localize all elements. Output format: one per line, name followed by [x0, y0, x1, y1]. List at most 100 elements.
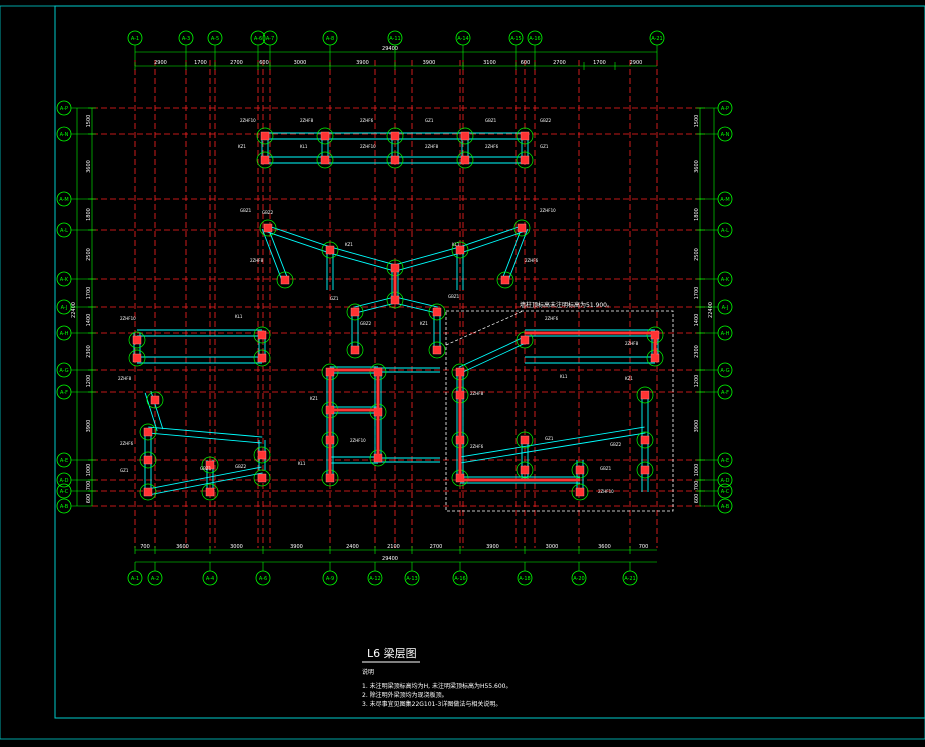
column-tag: 2ZHF6 — [360, 118, 374, 123]
axis-bubble-top-label: A-3 — [182, 36, 190, 42]
dim-left-segment: 1500 — [86, 115, 92, 128]
column-rebar-ring — [636, 461, 654, 479]
dim-top-segment: 1700 — [593, 60, 606, 66]
axis-bubble-top-label: A-21 — [651, 36, 662, 42]
column-tag: 2ZHF8 — [300, 118, 314, 123]
dim-bottom-segment: 3000 — [546, 544, 559, 550]
column-rebar-ring — [128, 331, 146, 349]
wall-left-lower — [148, 426, 263, 438]
column-tag: KZ1 — [310, 396, 318, 401]
column-tag: GBZ1 — [200, 466, 212, 471]
dim-right-segment: 1400 — [694, 314, 700, 327]
axis-bubble-bottom-label: A-21 — [624, 576, 635, 582]
dim-right-segment: 1000 — [694, 464, 700, 477]
column-tag: KZ1 — [625, 376, 633, 381]
dim-top-total: 29400 — [382, 46, 398, 52]
callout-leader — [445, 310, 524, 346]
axis-bubble-left-label: A-G — [59, 368, 68, 374]
column-rebar-ring — [201, 483, 219, 501]
column-tag: GZ1 — [330, 296, 339, 301]
wall-right-region — [460, 432, 646, 464]
axis-bubble-right-label: A-J — [722, 305, 729, 311]
axis-bubble-right-label: A-B — [721, 504, 730, 510]
wall-core — [355, 302, 396, 314]
column-section — [350, 345, 360, 355]
column-section — [143, 455, 153, 465]
column-rebar-ring — [451, 241, 469, 259]
column-section — [575, 487, 585, 497]
dim-left-segment: 1400 — [86, 314, 92, 327]
dim-top-segment: 2700 — [553, 60, 566, 66]
note-line-3: 3. 未尽事宜见图集22G101-3详图做法与相关说明。 — [362, 700, 501, 708]
axis-bubble-bottom-label: A-2 — [151, 576, 159, 582]
dim-top-segment: 3100 — [483, 60, 496, 66]
column-rebar-ring — [316, 127, 334, 145]
axis-bubble-right-label: A-F — [721, 390, 729, 396]
column-tag: GBZ1 — [485, 118, 497, 123]
column-tag: GBZ2 — [235, 464, 247, 469]
column-section — [390, 131, 400, 141]
column-rebar-ring — [253, 469, 271, 487]
column-tag: GBZ1 — [600, 466, 612, 471]
dim-bottom-segment: 700 — [140, 544, 150, 550]
column-tag: 2ZHF10 — [240, 118, 256, 123]
column-tag: 2ZHF10 — [120, 316, 136, 321]
column-section — [460, 155, 470, 165]
column-section — [350, 307, 360, 317]
column-section — [257, 473, 267, 483]
dim-left-segment: 3900 — [86, 420, 92, 433]
column-tag: KL1 — [560, 374, 568, 379]
column-section — [257, 353, 267, 363]
dim-bottom-segment: 3000 — [230, 544, 243, 550]
column-tag: GBZ2 — [610, 442, 622, 447]
column-section — [320, 155, 330, 165]
column-rebar-ring — [253, 326, 271, 344]
column-section — [205, 460, 215, 470]
axis-bubble-left-label: A-B — [60, 504, 69, 510]
dim-top-segment: 600 — [259, 60, 269, 66]
drawing-title: L6 梁层图 — [367, 646, 417, 660]
dim-right-segment: 1200 — [694, 375, 700, 388]
dim-right-segment: 1700 — [694, 287, 700, 300]
column-rebar-ring — [139, 423, 157, 441]
column-rebar-ring — [253, 349, 271, 367]
axis-bubble-top-label: A-11 — [389, 36, 400, 42]
axis-bubble-left-label: A-J — [61, 305, 68, 311]
note-line-2: 2. 除注明外梁顶均为现浇板顶。 — [362, 691, 448, 699]
wall-upper-mid — [329, 252, 395, 272]
column-tag: GZ1 — [120, 468, 129, 473]
callout-label: 墙柱顶标高未注明标高为51.900。 — [520, 301, 613, 309]
note-line-1: 1. 未注明梁顶标高均为H, 未注明梁顶标高为H55.600。 — [362, 682, 511, 690]
dim-top-segment: 2900 — [154, 60, 167, 66]
dim-bottom-segment: 3900 — [486, 544, 499, 550]
column-section — [257, 450, 267, 460]
dim-left-segment: 1700 — [86, 287, 92, 300]
column-rebar-ring — [346, 341, 364, 359]
dim-bottom-segment: 700 — [639, 544, 649, 550]
column-tag: KZ1 — [345, 242, 353, 247]
dim-right-segment: 1800 — [694, 208, 700, 221]
axis-bubble-right-label: A-N — [721, 132, 730, 138]
column-rebar-ring — [256, 151, 274, 169]
dim-left-segment: 3600 — [86, 160, 92, 173]
callout-region — [445, 310, 674, 512]
column-tag: 2ZHF10 — [598, 489, 614, 494]
column-section — [132, 353, 142, 363]
column-section — [520, 335, 530, 345]
column-section — [520, 131, 530, 141]
column-tag: KL1 — [300, 144, 308, 149]
axis-bubble-left-label: A-M — [59, 197, 68, 203]
dim-top-segment: 3900 — [356, 60, 369, 66]
column-section — [432, 307, 442, 317]
dim-right-segment: 2300 — [694, 345, 700, 358]
axis-bubble-right-label: A-D — [721, 478, 730, 484]
dim-right-segment: 700 — [694, 481, 700, 491]
column-tag: KL1 — [298, 461, 306, 466]
axis-bubble-left-label: A-E — [60, 458, 68, 464]
axis-bubble-left-label: A-L — [60, 228, 68, 234]
column-rebar-ring — [636, 386, 654, 404]
column-section — [575, 465, 585, 475]
column-section — [150, 395, 160, 405]
